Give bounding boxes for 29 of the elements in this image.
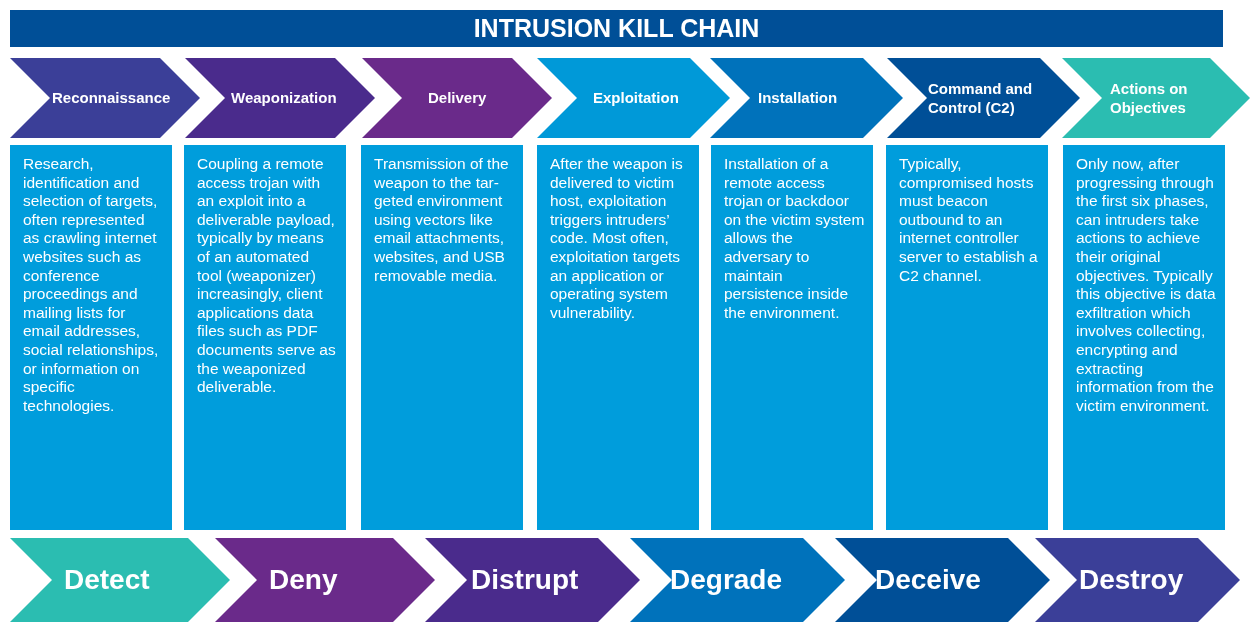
description-panel: [184, 145, 346, 530]
description-text: After the weapon is delivered to victim host, exploitation triggers intruders’ code. Most often, exploitation targets an application or operating system vulnerability.: [550, 155, 684, 323]
chevron-label: Degrade: [670, 562, 783, 597]
description-panel: [711, 145, 873, 530]
chevron-label: Installation: [758, 88, 838, 108]
description-text: Research, identification and selection of targets, often represented as crawling internet websites such as conference proceedings and mailing lists for email addresses, social relationships, or information on specific technologies.: [23, 155, 160, 416]
chevron-label: Deceive: [875, 562, 981, 597]
description-text: Installation of a remote access trojan or backdoor on the victim system allows the adversary to maintain persistence inside the environment.: [724, 155, 865, 323]
description-text: Transmission of the weapon to the tar-geted environment using vectors like email attachments, websites, and USB removable media.: [374, 155, 510, 286]
chevron-label: Actions on Objectives: [1110, 78, 1189, 118]
description-panel: [361, 145, 523, 530]
description-text: Coupling a remote access trojan with an exploit into a deliverable payload, typically by means of an automated tool (weaponizer) increasingly, client applications data files such as PDF documents serve as the weaponized deliverable.: [197, 155, 337, 397]
chevron-label: Weaponization: [231, 88, 337, 108]
description-text: Typically, compromised hosts must beacon outbound to an internet controller server to establish a C2 channel.: [899, 155, 1039, 286]
chevron-label: Delivery: [428, 88, 487, 108]
chevron-label: Destroy: [1079, 562, 1184, 597]
chevron-label: Deny: [269, 562, 338, 597]
description-panel: [10, 145, 172, 530]
chevron-label: Distrupt: [471, 562, 579, 597]
title-banner: INTRUSION KILL CHAIN: [10, 10, 1223, 47]
chevron-label: Exploitation: [593, 88, 679, 108]
chevron-label: Command and Control (C2): [928, 78, 1034, 118]
chevron-label: Reconnaissance: [52, 88, 171, 108]
description-text: Only now, after progressing through the first six phases, can intruders take actions to achieve their original objectives. Typically this objective is data exfiltration which involves collecting, encrypting and extracting information from the victim environment.: [1076, 155, 1217, 416]
chevron-shape: [1062, 58, 1250, 138]
description-panel: [537, 145, 699, 530]
description-panel: [886, 145, 1048, 530]
description-panel: [1063, 145, 1225, 530]
chevron-label: Detect: [64, 562, 150, 597]
